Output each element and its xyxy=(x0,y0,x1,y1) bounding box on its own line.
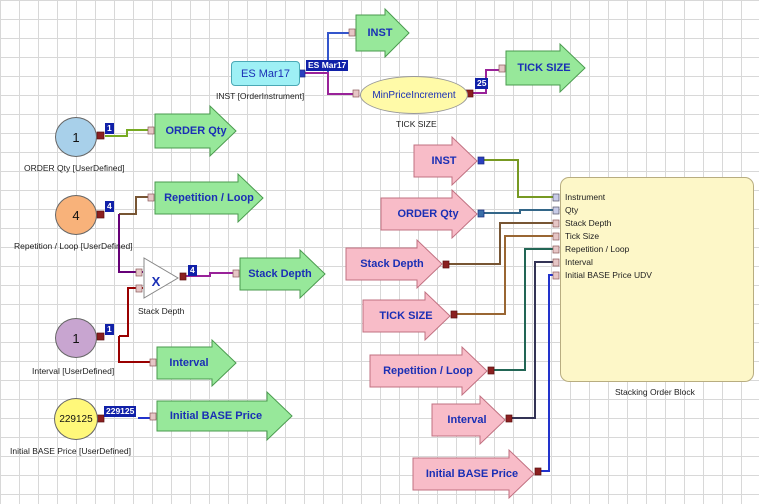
order-qty-badge: 1 xyxy=(105,123,114,134)
input-label-initial-base-price: Initial BASE Price xyxy=(425,468,519,480)
min-price-increment-oval[interactable]: MinPriceIncrement xyxy=(360,76,468,114)
interval-caption: Interval [UserDefined] xyxy=(32,366,115,376)
output-label-inst: INST xyxy=(367,27,393,39)
output-arrow-inst[interactable] xyxy=(348,7,410,59)
stacking-order-block[interactable] xyxy=(560,177,754,382)
output-arrow-stack-depth[interactable] xyxy=(232,248,326,300)
output-arrow-order-qty[interactable] xyxy=(147,104,237,158)
input-label-stack-depth: Stack Depth xyxy=(360,258,424,270)
tick-value-badge: 25 xyxy=(475,78,489,89)
multiply-badge: 4 xyxy=(188,265,197,276)
initial-base-price-badge: 229125 xyxy=(104,406,137,417)
repetition-loop-badge: 4 xyxy=(105,201,114,212)
block-port-interval: Interval xyxy=(565,257,593,267)
initial-base-price-value: 229125 xyxy=(59,413,93,425)
output-label-order-qty: ORDER Qty xyxy=(165,125,227,137)
block-port-initial-base-price: Initial BASE Price UDV xyxy=(565,270,652,280)
instrument-value-badge: ES Mar17 xyxy=(306,60,349,71)
input-arrow-initial-base-price[interactable] xyxy=(412,448,542,500)
initial-base-price-node[interactable]: 229125 xyxy=(54,398,98,440)
min-price-increment-label: MinPriceIncrement xyxy=(372,89,456,101)
output-label-interval: Interval xyxy=(169,357,209,369)
output-arrow-tick-size[interactable] xyxy=(498,42,586,94)
repetition-loop-caption: Repetition / Loop [UserDefined] xyxy=(14,241,133,251)
block-input-ports xyxy=(552,193,560,280)
instrument-box-label: ES Mar17 xyxy=(241,67,290,80)
interval-value: 1 xyxy=(72,330,80,346)
block-port-tick-size: Tick Size xyxy=(565,231,600,241)
multiply-node[interactable] xyxy=(135,257,187,299)
input-arrow-interval[interactable] xyxy=(431,394,513,446)
block-port-instrument: Instrument xyxy=(565,192,606,202)
block-port-qty: Qty xyxy=(565,205,579,215)
initial-base-price-caption: Initial BASE Price [UserDefined] xyxy=(10,446,131,456)
input-label-inst: INST xyxy=(431,155,457,167)
input-label-repetition-loop: Repetition / Loop xyxy=(383,365,473,377)
block-port-stack-depth: Stack Depth xyxy=(565,218,612,228)
input-label-order-qty: ORDER Qty xyxy=(397,208,459,220)
instrument-caption: INST [OrderInstrument] xyxy=(216,91,305,101)
input-arrow-stack-depth[interactable] xyxy=(345,238,450,290)
order-qty-value: 1 xyxy=(72,129,80,145)
multiply-symbol: X xyxy=(151,273,161,289)
output-label-initial-base-price: Initial BASE Price xyxy=(169,410,263,422)
output-label-tick-size: TICK SIZE xyxy=(517,62,571,74)
order-qty-node[interactable]: 1 xyxy=(55,117,97,157)
output-arrow-interval[interactable] xyxy=(149,338,237,388)
repetition-loop-value: 4 xyxy=(72,207,80,223)
multiply-caption: Stack Depth xyxy=(138,306,185,316)
input-arrow-tick-size[interactable] xyxy=(362,290,458,342)
input-arrow-order-qty[interactable] xyxy=(380,188,485,240)
interval-node[interactable]: 1 xyxy=(55,318,97,358)
repetition-loop-node[interactable]: 4 xyxy=(55,195,97,235)
output-arrow-repetition-loop[interactable] xyxy=(147,172,264,224)
interval-badge: 1 xyxy=(105,324,114,335)
block-caption: Stacking Order Block xyxy=(615,387,695,397)
block-port-repetition-loop: Repetition / Loop xyxy=(565,244,630,254)
input-arrow-inst[interactable] xyxy=(413,135,485,187)
instrument-box[interactable]: ES Mar17 xyxy=(231,61,300,86)
input-arrow-repetition-loop[interactable] xyxy=(369,345,495,397)
output-label-stack-depth: Stack Depth xyxy=(248,268,312,280)
output-arrow-initial-base-price[interactable] xyxy=(149,390,293,442)
order-qty-caption: ORDER Qty [UserDefined] xyxy=(24,163,125,173)
input-label-tick-size: TICK SIZE xyxy=(379,310,433,322)
output-label-repetition-loop: Repetition / Loop xyxy=(164,192,254,204)
input-label-interval: Interval xyxy=(447,414,487,426)
tick-caption: TICK SIZE xyxy=(396,119,437,129)
